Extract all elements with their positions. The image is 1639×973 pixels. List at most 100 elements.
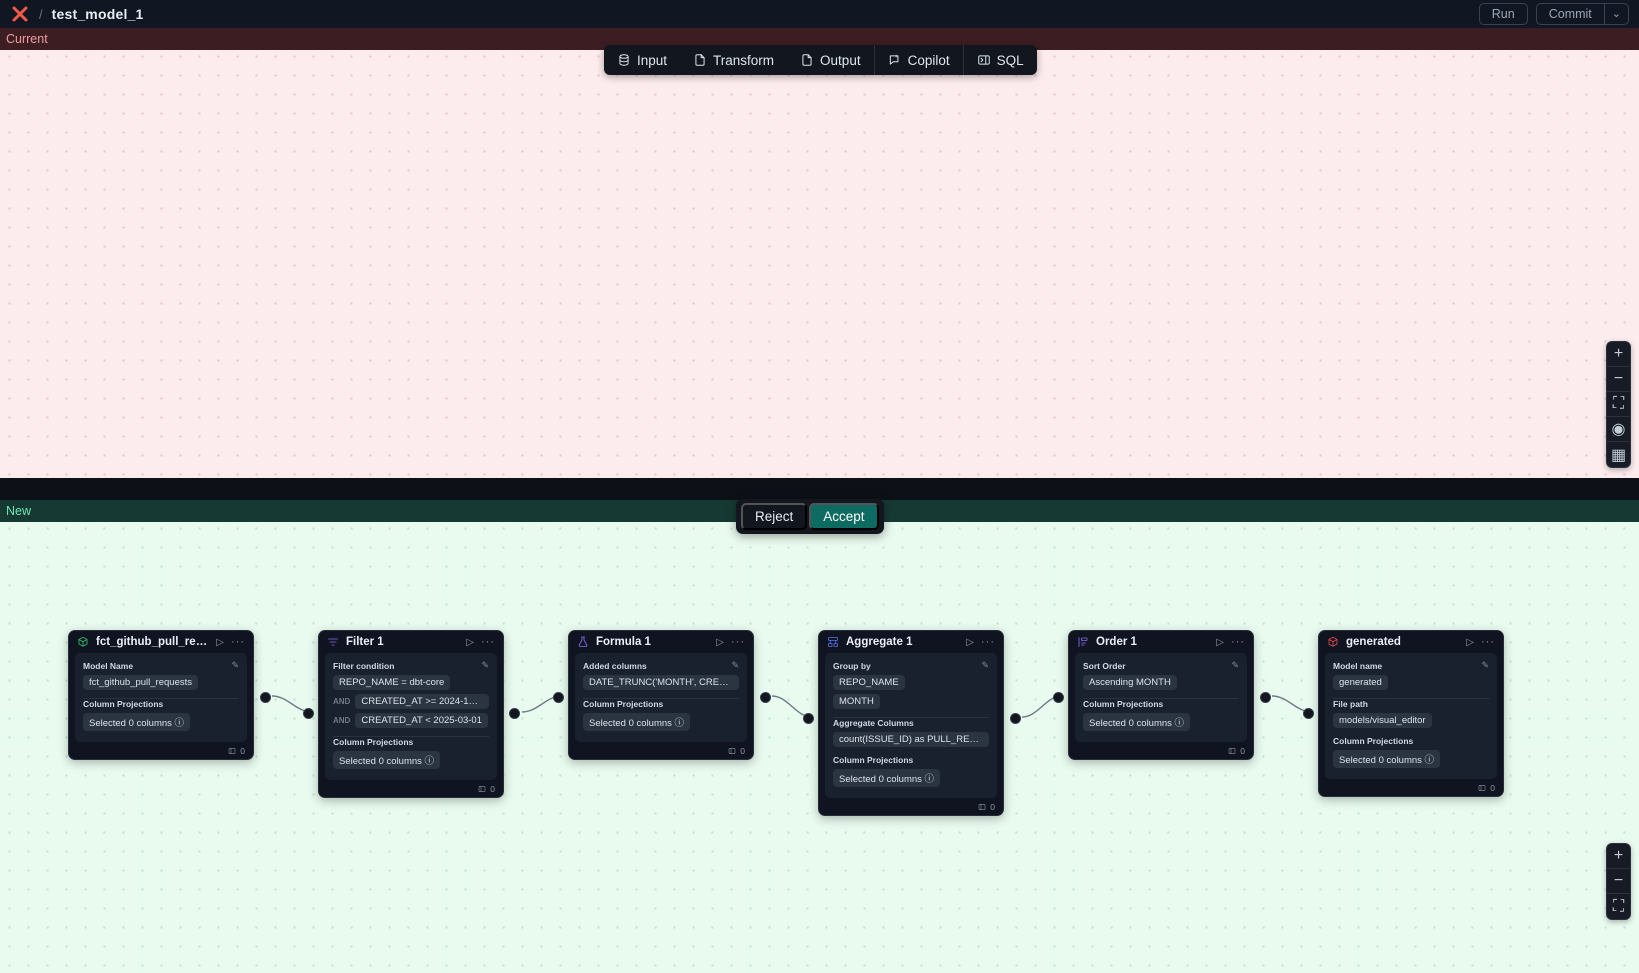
edge-handle[interactable] (760, 692, 771, 703)
edge-handle[interactable] (553, 692, 564, 703)
pencil-icon[interactable]: ✎ (231, 660, 239, 670)
pencil-icon[interactable]: ✎ (481, 660, 489, 670)
value-chip[interactable]: REPO_NAME (833, 675, 905, 690)
node-footer: 0 (569, 742, 753, 759)
value-chip[interactable]: CREATED_AT < 2025-03-01 (355, 713, 489, 728)
row-count: 0 (1490, 782, 1495, 793)
zoom-in-button[interactable]: + (1607, 844, 1630, 869)
rows-icon (1228, 747, 1236, 755)
value-chip[interactable]: Selected 0 columns ⓘ (333, 751, 441, 769)
row-count: 0 (240, 745, 245, 756)
run-node-icon[interactable]: ▷ (1466, 636, 1474, 648)
edge-handle[interactable] (1053, 692, 1064, 703)
node-menu-icon[interactable]: ··· (731, 636, 745, 648)
filter-purple-icon (327, 636, 339, 648)
value-chip[interactable]: DATE_TRUNC('MONTH', CREATED_AT... (583, 675, 739, 690)
toolbar-item-copilot[interactable]: Copilot (873, 45, 963, 75)
node-header[interactable]: generated▷··· (1319, 631, 1503, 653)
divider (1333, 698, 1489, 699)
node-filter[interactable]: Filter 1▷···Filter condition✎REPO_NAME =… (318, 630, 504, 798)
run-node-icon[interactable]: ▷ (216, 636, 224, 648)
run-node-icon[interactable]: ▷ (716, 636, 724, 648)
value-chip[interactable]: Ascending MONTH (1083, 675, 1177, 690)
edge-handle[interactable] (303, 708, 314, 719)
commit-button[interactable]: Commit (1548, 7, 1592, 21)
reject-button[interactable]: Reject (741, 503, 808, 530)
node-footer: 0 (69, 742, 253, 759)
zoom-out-button[interactable]: − (1607, 869, 1630, 894)
node-header[interactable]: fct_github_pull_requests▷··· (69, 631, 253, 653)
field-model-name: Model name✎generated (1333, 660, 1489, 690)
topbar-actions: Run Commit ⌄ (1478, 3, 1629, 25)
fit-view-button[interactable]: ⛶ (1612, 897, 1625, 915)
value-chip[interactable]: Selected 0 columns ⓘ (83, 713, 191, 731)
zoom-in-button[interactable]: + (1607, 342, 1630, 367)
fit-view-button[interactable]: ⛶ (1607, 392, 1630, 417)
edge-handle[interactable] (1010, 713, 1021, 724)
edge-handle[interactable] (260, 692, 271, 703)
node-header[interactable]: Filter 1▷··· (319, 631, 503, 653)
document-icon (693, 53, 707, 67)
recenter-button[interactable]: ◉ (1607, 417, 1630, 442)
node-menu-icon[interactable]: ··· (1231, 636, 1245, 648)
run-node-icon[interactable]: ▷ (1216, 636, 1224, 648)
node-formula[interactable]: Formula 1 ▷ ··· Added columns✎DATE_TRUNC('M… (568, 630, 754, 760)
run-node-icon[interactable]: ▷ (466, 636, 474, 648)
x-logo-icon[interactable] (10, 4, 30, 24)
pencil-icon[interactable]: ✎ (1231, 660, 1239, 670)
node-source[interactable]: fct_github_pull_requests▷···Model Name✎f… (68, 630, 254, 760)
accept-button[interactable]: Accept (809, 503, 879, 530)
edge-handle[interactable] (509, 708, 520, 719)
value-chip[interactable]: count(ISSUE_ID) as PULL_REQUEST_... (833, 732, 989, 747)
node-menu-icon[interactable]: ··· (231, 636, 245, 648)
chevron-down-icon[interactable]: ⌄ (1603, 4, 1628, 24)
value-chip[interactable]: models/visual_editor (1333, 713, 1432, 728)
commit-split-button[interactable]: Commit ⌄ (1535, 3, 1629, 25)
toolbar-item-output[interactable]: Output (787, 45, 874, 75)
node-header[interactable]: Formula 1 ▷ ··· (569, 631, 753, 653)
value-chip[interactable]: generated (1333, 675, 1388, 690)
current-canvas[interactable] (0, 28, 1639, 478)
value-chip[interactable]: MONTH (833, 694, 880, 709)
divider (583, 698, 739, 699)
layout-button[interactable]: ▦ (1610, 446, 1627, 464)
node-menu-icon[interactable]: ··· (481, 636, 495, 648)
node-menu-icon[interactable]: ··· (1481, 636, 1495, 648)
edge-handle[interactable] (1303, 708, 1314, 719)
value-chip[interactable]: fct_github_pull_requests (83, 675, 198, 690)
node-title: Formula 1 (596, 636, 651, 648)
node-header[interactable]: Order 1▷··· (1069, 631, 1253, 653)
toolbar-item-sql[interactable]: SQL (962, 45, 1037, 75)
run-node-icon[interactable]: ▷ (966, 636, 974, 648)
edge-handle[interactable] (1260, 692, 1271, 703)
value-chip[interactable]: Selected 0 columns ⓘ (1333, 750, 1441, 768)
value-chip[interactable]: Selected 0 columns ⓘ (833, 769, 941, 787)
run-button[interactable]: Run (1478, 3, 1528, 25)
toolbar-item-input[interactable]: Input (604, 45, 680, 75)
value-chip[interactable]: CREATED_AT >= 2024-12-01 (355, 694, 489, 709)
pencil-icon[interactable]: ✎ (731, 660, 739, 670)
pencil-icon[interactable]: ✎ (981, 660, 989, 670)
pencil-icon[interactable]: ✎ (1481, 660, 1489, 670)
database-icon (617, 53, 631, 67)
toolbar-item-label: SQL (996, 52, 1024, 68)
toolbar-item-transform[interactable]: Transform (680, 45, 787, 75)
node-body: Added columns✎DATE_TRUNC('MONTH', CREATE… (575, 653, 747, 742)
flask-purple-icon (577, 636, 589, 648)
node-header[interactable]: Aggregate 1▷··· (819, 631, 1003, 653)
field-label: Model Name (83, 660, 134, 671)
node-menu-icon[interactable]: ··· (981, 636, 995, 648)
value-chip[interactable]: Selected 0 columns ⓘ (583, 713, 691, 731)
value-chip[interactable]: Selected 0 columns ⓘ (1083, 713, 1191, 731)
zoom-out-button[interactable]: − (1607, 367, 1630, 392)
toolbar-item-label: Output (820, 52, 861, 68)
edge-handle[interactable] (803, 713, 814, 724)
value-chip[interactable]: REPO_NAME = dbt-core (333, 675, 451, 690)
